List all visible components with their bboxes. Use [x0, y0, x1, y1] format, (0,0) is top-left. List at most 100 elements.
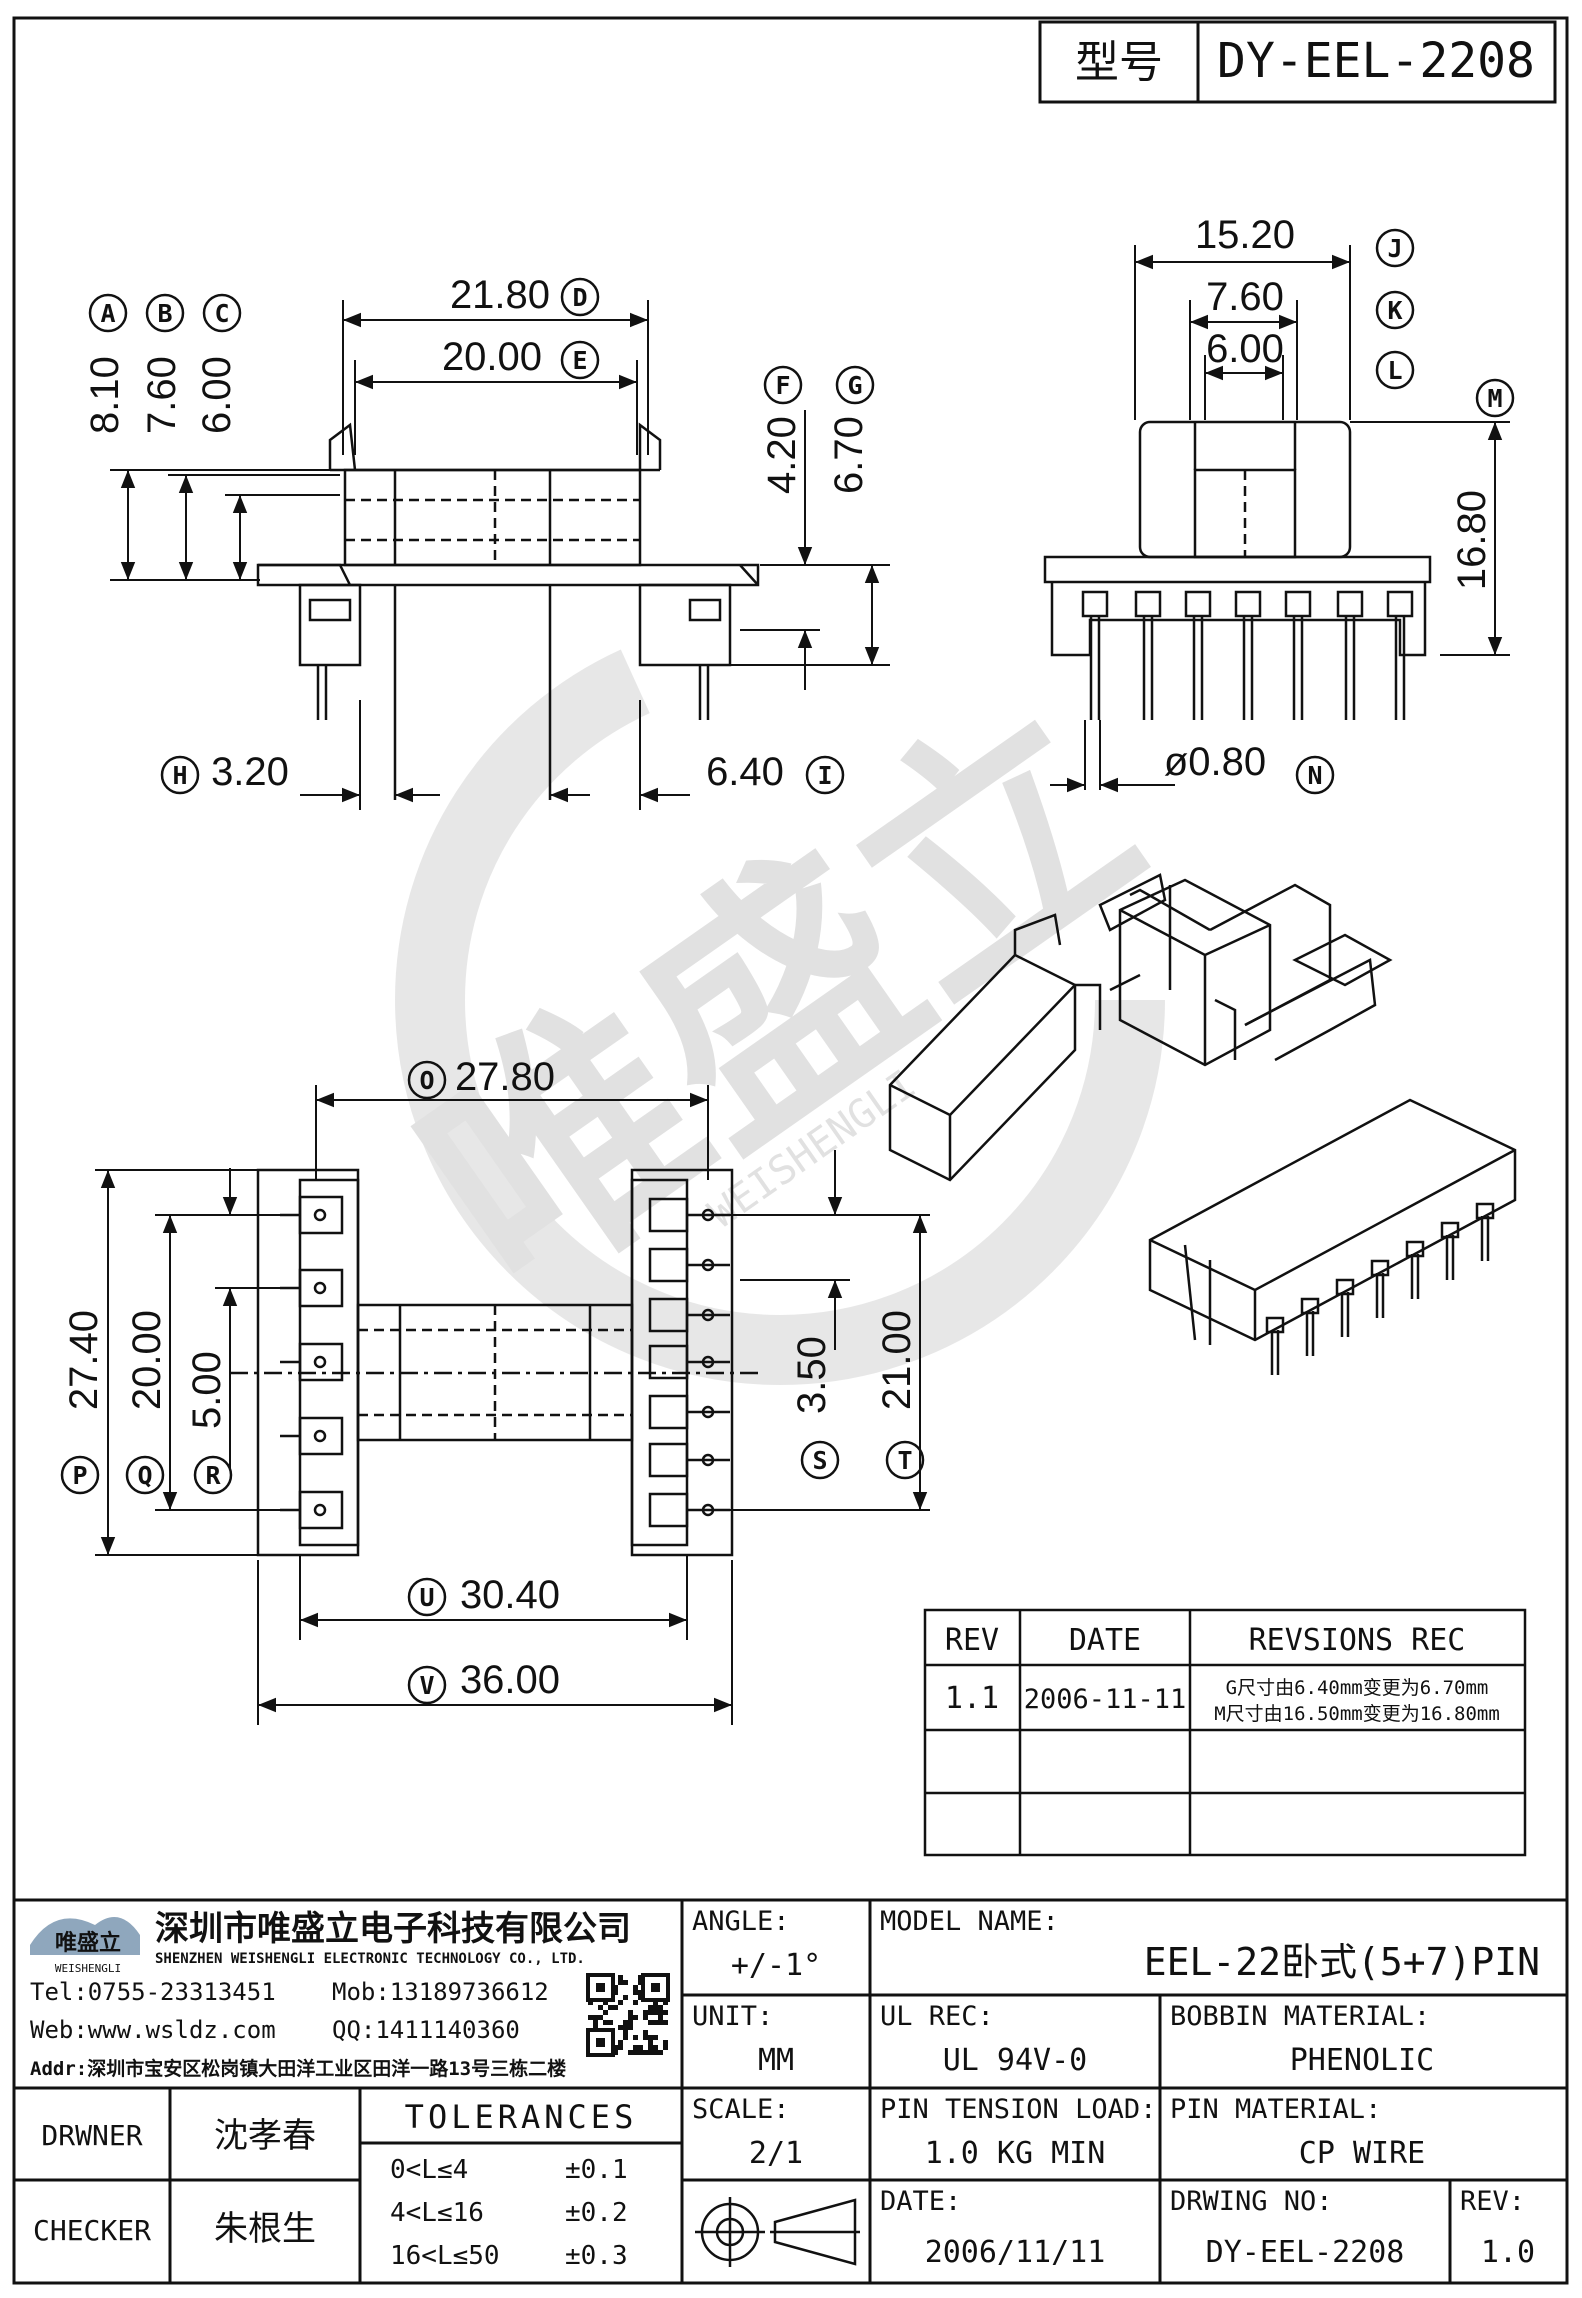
revision-table [923, 1608, 1527, 1857]
model-label: 型号 [1075, 37, 1163, 88]
circle-letter-text: M [1487, 384, 1502, 413]
dim-m-value: 16.80 [1450, 490, 1494, 590]
bobbin-material-label: BOBBIN MATERIAL: [1170, 2001, 1430, 2032]
dim-h-value: 3.20 [211, 750, 289, 794]
circle-letter-b: B [145, 293, 185, 333]
unit-label: UNIT: [692, 2001, 773, 2032]
rev-row-rec2: M尺寸由16.50mm变更为16.80mm [1214, 1703, 1500, 1725]
drawner-label: DRWNER [41, 2119, 142, 2152]
revision-table-texts: REV DATE REVSIONS REC 1.1 2006-11-11 G尺寸… [945, 1623, 1500, 1725]
top-right-dimensions [1050, 245, 1510, 793]
scale-value: 2/1 [749, 2136, 803, 2171]
side-pin [1386, 590, 1414, 720]
sheet-border [12, 16, 1569, 2285]
bottom-pin-left [280, 1416, 344, 1456]
date-value: 2006/11/11 [925, 2235, 1106, 2270]
dim-f-value: 4.20 [760, 416, 804, 494]
company-logo: 唯盛立 WEISHENGLI [30, 1917, 140, 1975]
circle-letter-text: U [419, 1583, 434, 1612]
bottom-left-dimensions [95, 1085, 930, 1725]
circle-letter-text: V [419, 1671, 434, 1700]
drawing-no-value: DY-EEL-2208 [1206, 2235, 1405, 2270]
circle-letter-u: U [407, 1577, 447, 1617]
company-info: 唯盛立 WEISHENGLI 深圳市唯盛立电子科技有限公司 SHENZHEN W… [30, 1909, 670, 2080]
circle-letter-o: O [407, 1060, 447, 1100]
circle-letter-j: J [1375, 228, 1415, 268]
scale-label: SCALE: [692, 2094, 790, 2125]
unit-value: MM [758, 2043, 794, 2078]
circle-letter-k: K [1375, 290, 1415, 330]
top-right-dimension-texts: 15.20 7.60 6.00 16.80 ø0.80 [1164, 213, 1494, 784]
company-name-en: SHENZHEN WEISHENGLI ELECTRONIC TECHNOLOG… [155, 1951, 585, 1967]
checker-value: 朱根生 [214, 2209, 316, 2249]
logo-sub: WEISHENGLI [55, 1962, 121, 1975]
drawing-no-label: DRWING NO: [1170, 2186, 1333, 2217]
company-web: Web:www.wsldz.com [30, 2016, 276, 2044]
dim-s-value: 3.50 [790, 1336, 834, 1414]
dim-j-value: 15.20 [1195, 213, 1295, 257]
rev-label: REV: [1460, 2186, 1525, 2217]
bottom-pin-right [648, 1247, 730, 1283]
side-pin [1234, 590, 1262, 720]
rev-row-rev: 1.1 [945, 1681, 999, 1716]
info-block-grid [14, 1898, 1567, 2283]
circle-letter-text: L [1387, 356, 1402, 385]
circle-letter-text: B [157, 299, 172, 328]
projection-symbol-icon [695, 2197, 860, 2267]
qr-code-icon [586, 1973, 670, 2057]
circle-letter-text: S [812, 1446, 827, 1475]
circle-letter-v: V [407, 1665, 447, 1705]
circle-letter-text: G [847, 371, 862, 400]
angle-value: +/-1° [731, 1948, 821, 1983]
rev-row-rec1: G尺寸由6.40mm变更为6.70mm [1226, 1677, 1489, 1699]
dim-b-value: 7.60 [140, 356, 184, 434]
pin-tension-label: PIN TENSION LOAD: [880, 2094, 1156, 2125]
model-title-box: 型号 DY-EEL-2208 [1038, 20, 1557, 104]
circle-letter-c: C [202, 293, 242, 333]
model-value: DY-EEL-2208 [1217, 33, 1535, 89]
circle-letter-q: Q [125, 1455, 165, 1495]
rev-header-rec: REVSIONS REC [1249, 1623, 1466, 1658]
ul-rec-value: UL 94V-0 [943, 2043, 1088, 2078]
circle-letter-p: P [60, 1455, 100, 1495]
angle-label: ANGLE: [692, 1906, 790, 1937]
tolerance-value-1: ±0.1 [565, 2155, 628, 2185]
bottom-pin-right [648, 1394, 730, 1430]
dim-o-value: 27.80 [455, 1055, 555, 1099]
bottom-pin-left [280, 1342, 344, 1382]
dim-i-value: 6.40 [706, 750, 784, 794]
top-left-dimensions [110, 300, 890, 810]
company-tel: Tel:0755-23313451 [30, 1978, 276, 2006]
circle-letter-i: I [805, 755, 845, 795]
isometric-pins [1265, 1202, 1495, 1375]
circle-letter-text: O [419, 1066, 434, 1095]
iso-pin [1440, 1221, 1460, 1280]
iso-pin [1265, 1316, 1285, 1375]
iso-pin [1370, 1259, 1390, 1318]
dim-a-value: 8.10 [83, 356, 127, 434]
circle-letter-text: E [572, 346, 587, 375]
company-name-cn: 深圳市唯盛立电子科技有限公司 [155, 1909, 631, 1949]
circle-letter-g: G [835, 365, 875, 405]
date-label: DATE: [880, 2186, 961, 2217]
tolerance-range-3: 16<L≤50 [390, 2241, 500, 2271]
top-right-view [1043, 420, 1432, 657]
tolerance-range-1: 0<L≤4 [390, 2155, 468, 2185]
circle-letter-a: A [88, 293, 128, 333]
company-addr: Addr:深圳市宝安区松岗镇大田洋工业区田洋一路13号三栋二楼 [30, 2057, 566, 2080]
tolerance-value-2: ±0.2 [565, 2198, 628, 2228]
bottom-pin-right [648, 1297, 730, 1333]
dim-p-value: 27.40 [62, 1310, 106, 1410]
circle-letter-text: P [72, 1461, 87, 1490]
dim-e-value: 20.00 [442, 335, 542, 379]
bobbin-material-value: PHENOLIC [1290, 2043, 1435, 2078]
checker-label: CHECKER [33, 2214, 151, 2247]
model-name-value: EEL-22卧式(5+7)PIN [1144, 1940, 1540, 1984]
dim-v-value: 36.00 [460, 1658, 560, 1702]
bottom-left-view [230, 1168, 760, 1557]
top-right-pins [1081, 590, 1414, 720]
dim-u-value: 30.40 [460, 1573, 560, 1617]
logo-text: 唯盛立 [55, 1930, 121, 1956]
circle-letter-text: I [817, 761, 832, 790]
circle-letter-text: K [1387, 296, 1402, 325]
